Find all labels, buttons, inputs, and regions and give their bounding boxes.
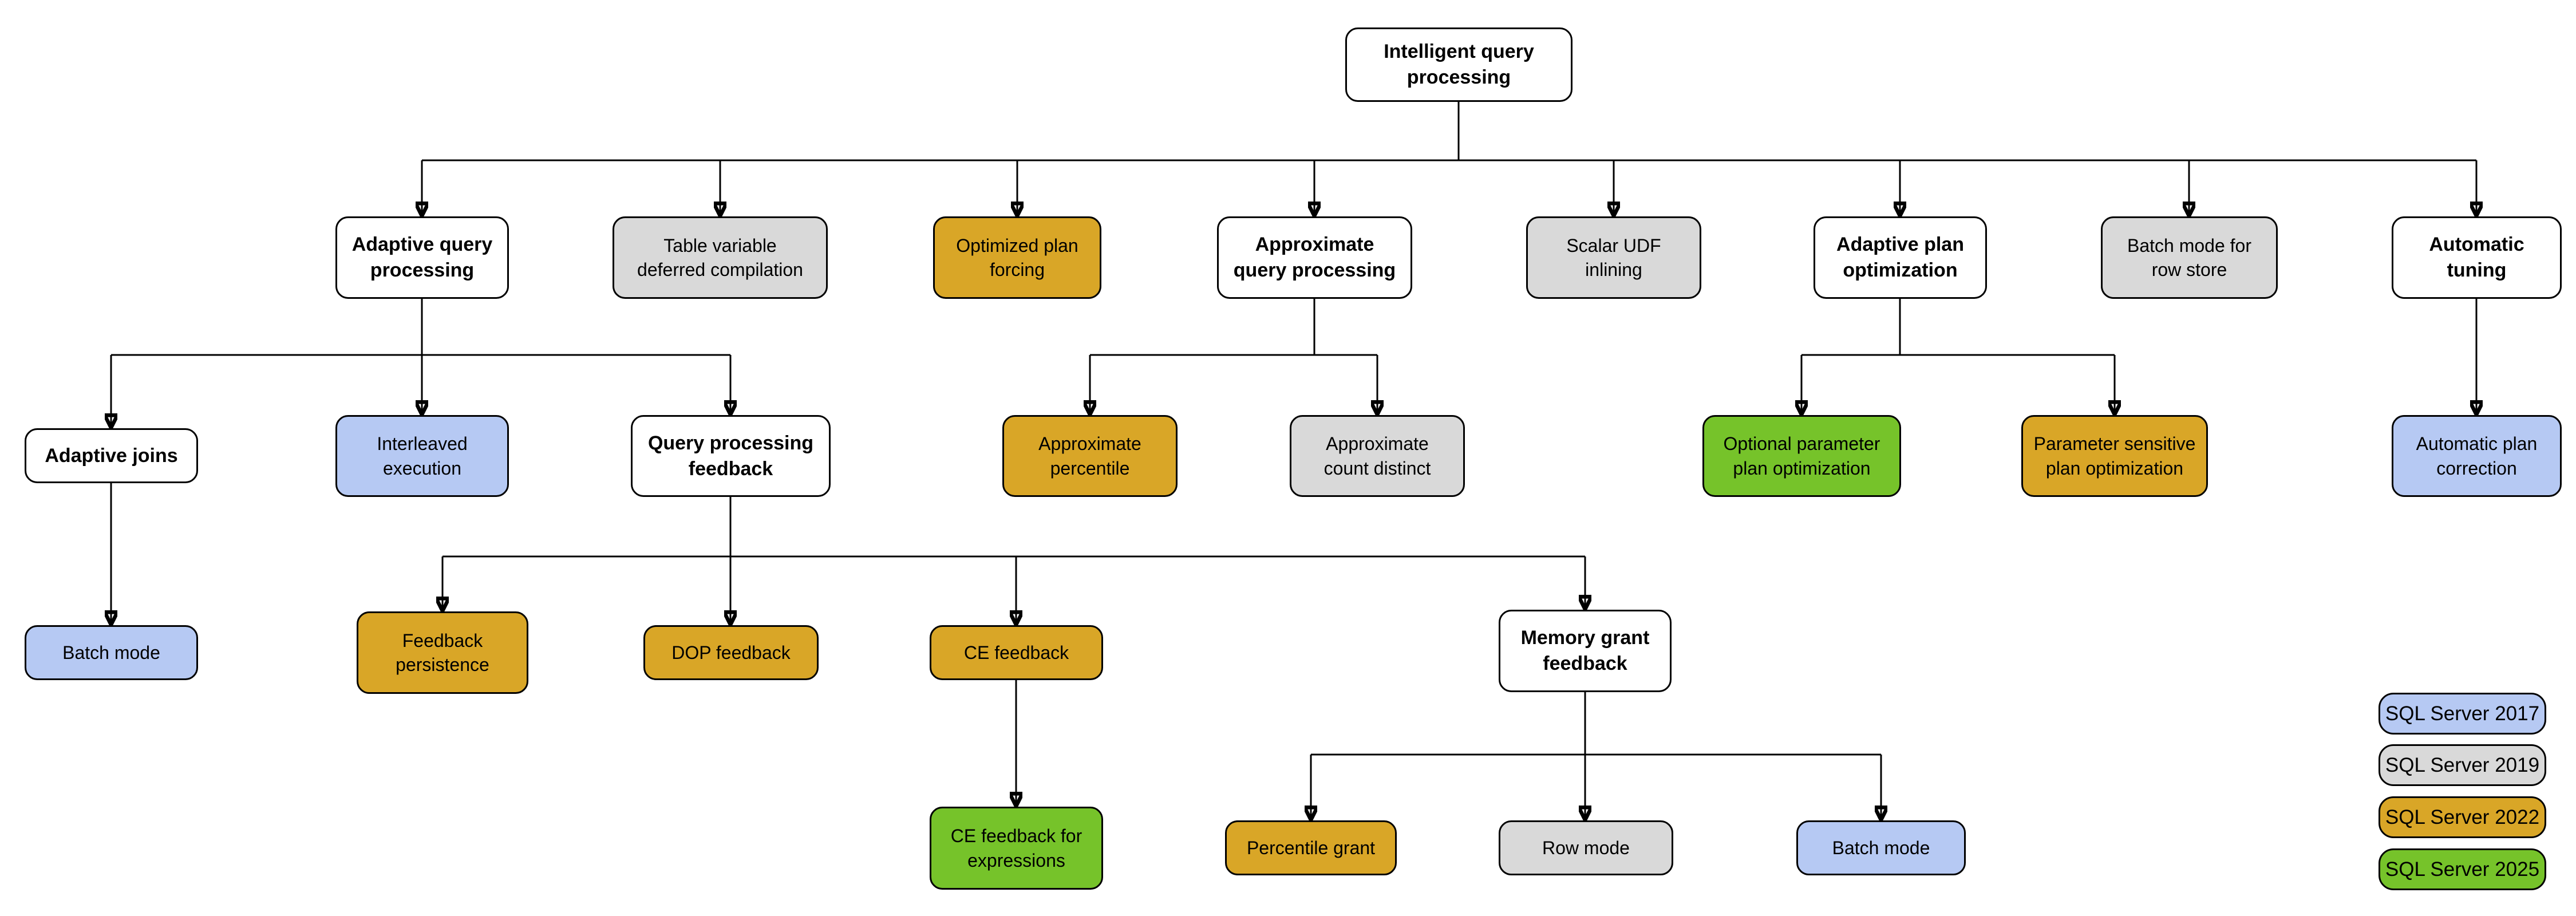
legend-item-sql-server-2019: SQL Server 2019 [2379, 744, 2546, 786]
node-percentile-grant: Percentile grant [1225, 820, 1397, 875]
edge-group-query-processing-feedback [442, 497, 1585, 623]
legend-item-sql-server-2017: SQL Server 2017 [2379, 693, 2546, 735]
node-intelligent-query-processing: Intelligent query processing [1345, 27, 1573, 102]
node-batch-mode-adaptive-joins: Batch mode [25, 625, 198, 680]
node-approximate-percentile: Approximate percentile [1002, 415, 1178, 497]
node-interleaved-execution: Interleaved execution [335, 415, 509, 497]
node-memory-grant-feedback: Memory grant feedback [1499, 610, 1672, 692]
node-ce-feedback-for-expressions: CE feedback for expressions [930, 807, 1103, 890]
node-automatic-plan-correction: Automatic plan correction [2392, 415, 2562, 497]
node-adaptive-joins: Adaptive joins [25, 428, 198, 483]
node-dop-feedback: DOP feedback [643, 625, 819, 680]
edge-group-adaptive-query-processing [111, 299, 730, 426]
node-approximate-query-processing: Approximate query processing [1217, 216, 1412, 299]
node-optional-parameter-plan-optimization: Optional parameter plan optimization [1702, 415, 1901, 497]
edge-group-memory-grant-feedback [1311, 692, 1881, 818]
node-approximate-count-distinct: Approximate count distinct [1290, 415, 1465, 497]
node-adaptive-plan-optimization: Adaptive plan optimization [1814, 216, 1987, 299]
node-batch-mode-for-row-store: Batch mode for row store [2101, 216, 2278, 299]
legend-item-sql-server-2022: SQL Server 2022 [2379, 796, 2546, 838]
node-query-processing-feedback: Query processing feedback [631, 415, 831, 497]
node-scalar-udf-inlining: Scalar UDF inlining [1526, 216, 1701, 299]
node-adaptive-query-processing: Adaptive query processing [335, 216, 509, 299]
node-ce-feedback: CE feedback [930, 625, 1103, 680]
node-row-mode: Row mode [1499, 820, 1673, 875]
legend-item-sql-server-2025: SQL Server 2025 [2379, 848, 2546, 890]
node-automatic-tuning: Automatic tuning [2392, 216, 2562, 299]
edge-group-approximate-query-processing [1090, 299, 1377, 413]
node-parameter-sensitive-plan-optimization: Parameter sensitive plan optimization [2021, 415, 2208, 497]
node-optimized-plan-forcing: Optimized plan forcing [933, 216, 1101, 299]
node-feedback-persistence: Feedback persistence [357, 611, 528, 694]
edge-group-root [422, 102, 2476, 214]
node-table-variable-deferred-compilation: Table variable deferred compilation [613, 216, 828, 299]
edge-group-adaptive-plan-optimization [1801, 299, 2115, 413]
node-batch-mode-memory-grant: Batch mode [1796, 820, 1966, 875]
